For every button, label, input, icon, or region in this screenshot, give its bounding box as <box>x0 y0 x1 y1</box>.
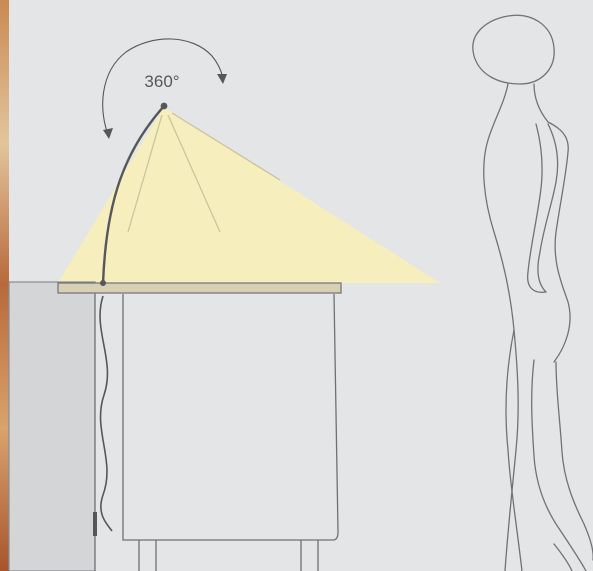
lamp-head <box>161 103 168 110</box>
lamp-base-joint <box>100 280 106 286</box>
side-panel <box>9 282 95 571</box>
power-plug <box>93 512 97 536</box>
rotation-label: 360° <box>144 72 179 91</box>
food-photo-edge <box>0 0 9 571</box>
